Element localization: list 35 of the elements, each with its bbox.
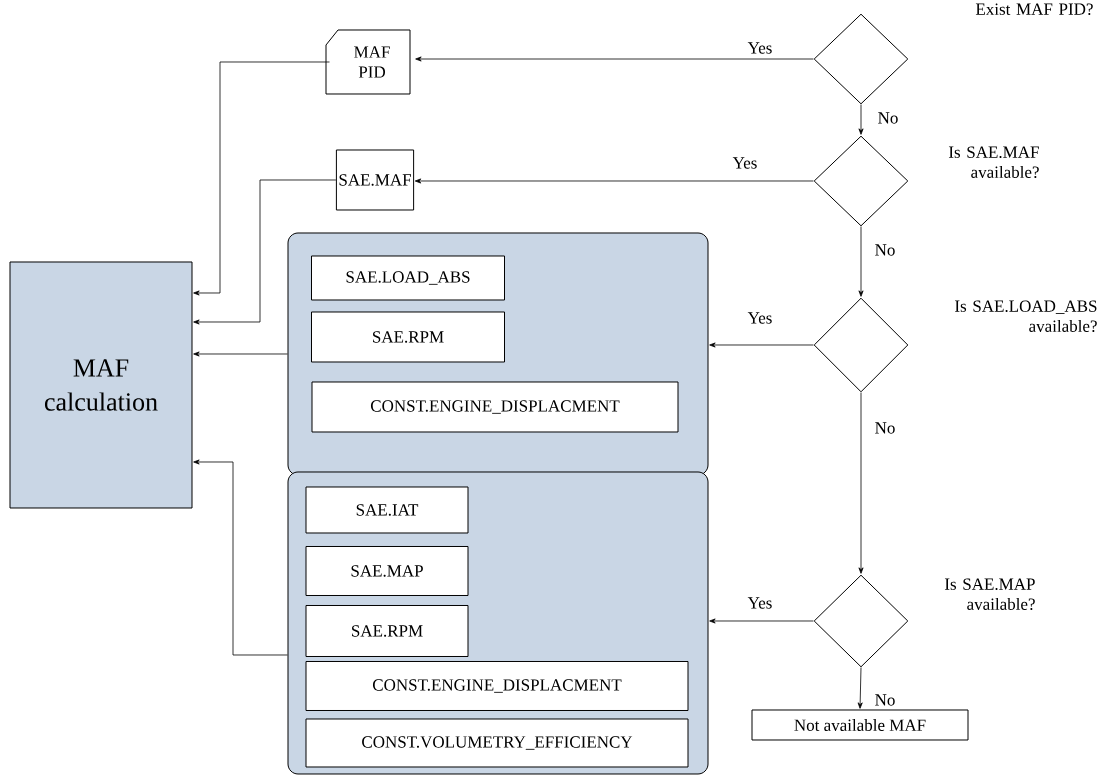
node-label: Is SAE.MAF available?	[948, 146, 1039, 178]
process-box: Not available MAF	[751, 709, 969, 741]
arrow	[709, 618, 814, 624]
arrow	[193, 179, 337, 325]
edge-label: Yes	[746, 41, 774, 55]
process-box: SAE.RPM	[311, 311, 505, 363]
node-label: Exist MAF PID?	[975, 3, 1093, 15]
edge-label: No	[873, 421, 897, 435]
arrow	[193, 459, 288, 656]
node-label: Is SAE.MAP available?	[944, 578, 1035, 610]
edge-label: No	[873, 693, 897, 707]
arrow	[858, 104, 864, 135]
process-box: SAE.RPM	[305, 605, 469, 657]
edge-label: Yes	[746, 311, 774, 325]
process-box: SAE.LOAD_ABS	[311, 255, 505, 301]
process-box: CONST.ENGINE_DISPLACMENT	[311, 381, 679, 433]
arrow	[858, 226, 864, 297]
edge-label: No	[876, 111, 900, 125]
arrow	[857, 667, 863, 709]
node-label: Is SAE.LOAD_ABS available?	[955, 300, 1097, 332]
edge-label: Yes	[731, 156, 759, 170]
arrow	[193, 61, 330, 296]
process-box: SAE.IAT	[305, 486, 469, 534]
process-box: MAF calculation	[9, 261, 193, 509]
arrow	[193, 351, 288, 357]
edge-label: Yes	[746, 596, 774, 610]
arrow	[709, 342, 814, 348]
edge-label: No	[873, 243, 897, 257]
process-box: CONST.ENGINE_DISPLACMENT	[305, 661, 689, 711]
process-box: SAE.MAP	[305, 546, 469, 596]
process-box: SAE.MAF	[335, 149, 415, 211]
arrow	[414, 178, 814, 184]
arrow	[415, 56, 814, 62]
arrow	[858, 392, 864, 574]
process-box: CONST.VOLUMETRY_EFFICIENCY	[305, 718, 689, 768]
